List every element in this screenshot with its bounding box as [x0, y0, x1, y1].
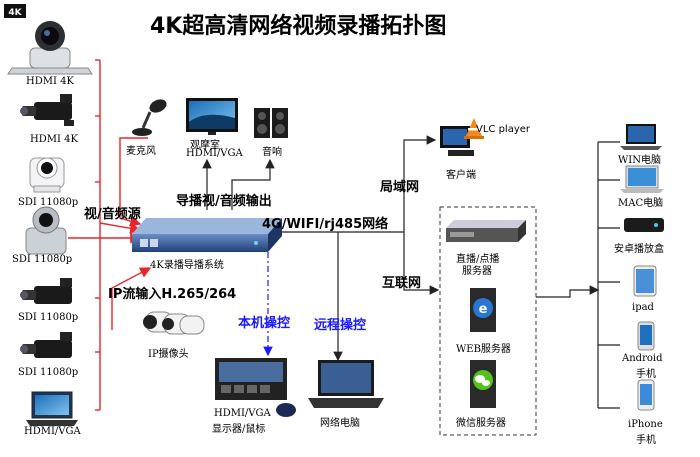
speaker-label: 音响 — [262, 147, 282, 158]
laptop-icon — [26, 391, 78, 426]
source-label: SDI 11080p — [18, 312, 79, 323]
display-mouse-label: 显示器/鼠标 — [212, 424, 266, 435]
source-label: SDI 11080p — [12, 254, 73, 265]
ptz-camera-icon — [7, 21, 93, 75]
ptz-camera-icon — [25, 206, 67, 255]
iphone-label: iPhone — [628, 419, 663, 430]
iphone-sub-label: 手机 — [636, 435, 656, 446]
laptop-icon — [620, 165, 664, 193]
net-pc-label: 网络电脑 — [320, 418, 360, 429]
viewing-room-port-label: HDMI/VGA — [186, 148, 243, 159]
vlc-icon — [464, 118, 484, 139]
android-box-icon — [624, 218, 664, 232]
ie-browser-icon: e — [470, 288, 496, 332]
web-server-label: WEB服务器 — [456, 344, 511, 355]
camcorder-icon — [20, 94, 74, 126]
phone-icon — [637, 321, 655, 351]
source-label: SDI 11080p — [18, 367, 79, 378]
svg-text:4K: 4K — [8, 8, 22, 18]
display-label: HDMI/VGA — [214, 408, 271, 419]
ptz-camera-icon — [29, 157, 65, 193]
mic-label: 麦克风 — [126, 146, 156, 157]
av-source-label: 视/音频源 — [84, 207, 141, 222]
wechat-icon — [470, 360, 496, 408]
4k-badge-icon: 4K — [4, 4, 26, 18]
local-control-label: 本机操控 — [238, 316, 291, 331]
device-label: 4K录播导播系统 — [150, 260, 224, 271]
server-icon — [446, 220, 526, 242]
camcorder-icon — [20, 278, 72, 304]
speaker-icon — [254, 108, 288, 138]
vlc-label: VLC player — [476, 124, 531, 135]
microphone-icon — [132, 99, 167, 136]
network-label: 4G/WIFI/rj485网络 — [262, 217, 389, 232]
diagram-title: 4K超高清网络视频录播拓扑图 — [150, 14, 447, 39]
live-server-label: 直播/点播 — [456, 254, 500, 265]
source-label: HDMI/VGA — [24, 426, 81, 437]
director-console-icon — [215, 358, 296, 417]
bullet-camera-icon — [143, 311, 205, 335]
rack-device-icon — [132, 218, 282, 252]
win-pc-label: WIN电脑 — [618, 155, 661, 166]
source-label: SDI 11080p — [18, 197, 79, 208]
source-bus-lines — [68, 59, 152, 411]
ipad-label: ipad — [632, 302, 654, 313]
source-label: HDMI 4K — [26, 76, 74, 87]
ip-camera-label: IP摄像头 — [148, 349, 189, 360]
server-group-box — [439, 206, 537, 436]
camcorder-icon — [20, 332, 72, 358]
output-lines — [202, 135, 620, 409]
android-phone-label: Android — [622, 353, 663, 364]
android-phone-sub-label: 手机 — [636, 369, 656, 380]
director-output-label: 导播视/音频输出 — [176, 194, 272, 209]
laptop-icon — [620, 124, 662, 150]
ipad-icon — [633, 265, 657, 297]
internet-label: 互联网 — [382, 276, 422, 291]
monitor-icon — [186, 98, 238, 135]
svg-text:e: e — [479, 302, 488, 317]
client-pc-icon — [440, 126, 474, 156]
viewing-room-label: 观摩室 — [190, 140, 220, 151]
wechat-server-label: 微信服务器 — [456, 418, 506, 429]
laptop-icon — [308, 360, 384, 408]
source-label: HDMI 4K — [30, 134, 78, 145]
remote-control-label: 远程操控 — [314, 318, 367, 333]
live-server-sub-label: 服务器 — [462, 266, 492, 277]
mac-pc-label: MAC电脑 — [618, 198, 664, 209]
client-label: 客户端 — [446, 170, 476, 181]
android-box-label: 安卓播放盒 — [614, 244, 664, 255]
lan-label: 局域网 — [380, 180, 420, 195]
ip-input-label: IP流输入H.265/264 — [108, 287, 237, 302]
phone-icon — [637, 379, 655, 411]
